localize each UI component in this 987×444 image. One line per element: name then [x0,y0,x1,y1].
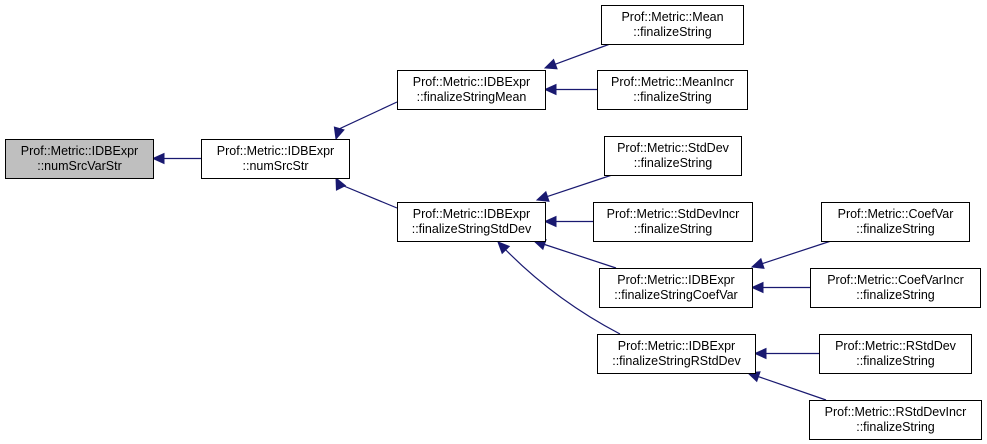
node-label-method: ::numSrcVarStr [37,159,122,173]
arrow-head-icon [543,215,557,228]
node-label-class: Prof::Metric::RStdDev [835,339,957,353]
graph-node[interactable]: Prof::Metric::IDBExpr::finalizeStringStd… [397,202,546,242]
node-label-method: ::finalizeString [856,420,935,434]
arrow-head-icon [497,241,511,255]
arrow-head-icon [543,83,557,96]
graph-node[interactable]: Prof::Metric::MeanIncr::finalizeString [597,70,748,110]
arrow-head-icon [335,176,347,191]
edge-n3-to-n2 [543,43,611,70]
node-label-method: ::finalizeString [856,288,935,302]
edge-n8-to-n5 [532,239,617,269]
edge-line [554,43,611,66]
node-label-class: Prof::Metric::MeanIncr [611,75,734,89]
edge-n7-to-n5 [543,215,593,228]
edge-n6-to-n5 [535,174,613,202]
edge-n10-to-n8 [750,281,810,294]
graph-node[interactable]: Prof::Metric::StdDev::finalizeString [604,136,742,176]
graph-node[interactable]: Prof::Metric::RStdDevIncr::finalizeStrin… [809,400,982,440]
nodes-layer: Prof::Metric::IDBExpr::numSrcVarStrProf:… [5,5,982,440]
node-label-method: ::finalizeString [856,222,935,236]
node-label-class: Prof::Metric::StdDev [617,141,730,155]
node-box[interactable] [604,136,742,176]
edge-line [757,375,827,401]
root-node[interactable]: Prof::Metric::IDBExpr::numSrcVarStr [5,139,154,179]
node-box[interactable] [821,202,970,242]
node-label-class: Prof::Metric::IDBExpr [413,75,530,89]
node-label-class: Prof::Metric::IDBExpr [617,273,734,287]
edge-line [543,243,617,269]
edge-line [761,240,832,265]
arrow-head-icon [750,257,765,269]
edge-n1-to-n0 [151,152,201,165]
edge-line [338,101,398,130]
graph-node[interactable]: Prof::Metric::StdDevIncr::finalizeString [593,202,753,242]
node-label-class: Prof::Metric::RStdDevIncr [825,405,967,419]
arrow-head-icon [151,152,165,165]
node-box[interactable] [397,202,546,242]
node-box[interactable] [599,268,753,308]
arrow-head-icon [753,347,767,360]
edge-n9-to-n8 [750,240,832,269]
node-label-method: ::finalizeStringMean [417,90,527,104]
node-label-method: ::finalizeString [856,354,935,368]
node-box[interactable] [809,400,982,440]
node-label-method: ::finalizeString [633,90,712,104]
node-label-class: Prof::Metric::CoefVar [838,207,954,221]
node-label-class: Prof::Metric::IDBExpr [21,144,138,158]
node-label-class: Prof::Metric::IDBExpr [217,144,334,158]
graph-node[interactable]: Prof::Metric::Mean::finalizeString [601,5,744,45]
graph-node[interactable]: Prof::Metric::IDBExpr::finalizeStringRSt… [597,334,756,374]
arrow-head-icon [543,58,558,70]
edge-n2-to-n1 [333,101,398,141]
graph-node[interactable]: Prof::Metric::IDBExpr::numSrcStr [201,139,350,179]
node-box[interactable] [593,202,753,242]
node-label-class: Prof::Metric::StdDevIncr [607,207,740,221]
node-box[interactable] [819,334,972,374]
edge-n4-to-n2 [543,83,597,96]
node-box[interactable] [601,5,744,45]
edges-layer [151,43,832,401]
edge-line [504,248,621,335]
node-label-method: ::finalizeStringRStdDev [612,354,741,368]
graph-node[interactable]: Prof::Metric::IDBExpr::finalizeStringMea… [397,70,546,110]
node-label-class: Prof::Metric::IDBExpr [413,207,530,221]
arrow-head-icon [535,190,550,202]
node-box[interactable] [5,139,154,179]
arrow-head-icon [750,281,764,294]
node-label-method: ::numSrcStr [243,159,309,173]
node-label-method: ::finalizeStringStdDev [412,222,532,236]
graph-node[interactable]: Prof::Metric::RStdDev::finalizeString [819,334,972,374]
edge-n12-to-n11 [753,347,819,360]
graph-node[interactable]: Prof::Metric::IDBExpr::finalizeStringCoe… [599,268,753,308]
edge-line [337,182,398,209]
edge-n11-to-n5 [497,241,621,335]
node-label-method: ::finalizeString [634,222,713,236]
edge-line [546,174,613,198]
node-box[interactable] [597,334,756,374]
edge-n13-to-n11 [746,371,827,401]
node-label-method: ::finalizeStringCoefVar [614,288,737,302]
node-box[interactable] [597,70,748,110]
node-label-method: ::finalizeString [633,25,712,39]
node-box[interactable] [810,268,981,308]
edge-n5-to-n1 [335,176,398,209]
node-box[interactable] [397,70,546,110]
graph-node[interactable]: Prof::Metric::CoefVar::finalizeString [821,202,970,242]
arrow-head-icon [333,126,345,141]
node-label-class: Prof::Metric::CoefVarIncr [827,273,964,287]
node-box[interactable] [201,139,350,179]
node-label-method: ::finalizeString [634,156,713,170]
node-label-class: Prof::Metric::IDBExpr [618,339,735,353]
graph-node[interactable]: Prof::Metric::CoefVarIncr::finalizeStrin… [810,268,981,308]
node-label-class: Prof::Metric::Mean [621,10,723,24]
